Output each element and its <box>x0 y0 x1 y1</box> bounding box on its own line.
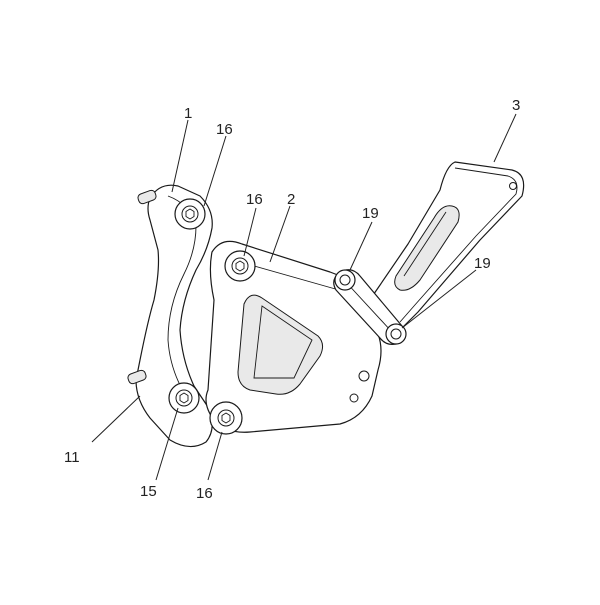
pivot-bolt-19-lower <box>385 323 407 345</box>
callout-16-middle: 16 <box>246 191 263 208</box>
pivot-bolt-19-upper <box>334 269 356 291</box>
callout-15: 15 <box>140 483 157 500</box>
callout-16-bottom: 16 <box>196 485 213 502</box>
bolt-16-top <box>174 198 206 230</box>
callout-16-top: 16 <box>216 121 233 138</box>
callout-19-upper: 19 <box>362 205 379 222</box>
callout-labels: 1 16 16 2 3 19 19 11 15 16 <box>64 97 520 502</box>
leader-lines <box>91 113 517 481</box>
bolt-15 <box>168 382 200 414</box>
callout-11: 11 <box>64 449 80 466</box>
bolt-16-bottom <box>209 401 243 435</box>
callout-1: 1 <box>184 105 192 122</box>
heel-guard-plate <box>359 161 525 331</box>
bolt-16-middle <box>224 250 256 282</box>
callout-3: 3 <box>512 97 520 114</box>
callout-2: 2 <box>287 191 295 208</box>
callout-19-lower: 19 <box>474 255 491 272</box>
